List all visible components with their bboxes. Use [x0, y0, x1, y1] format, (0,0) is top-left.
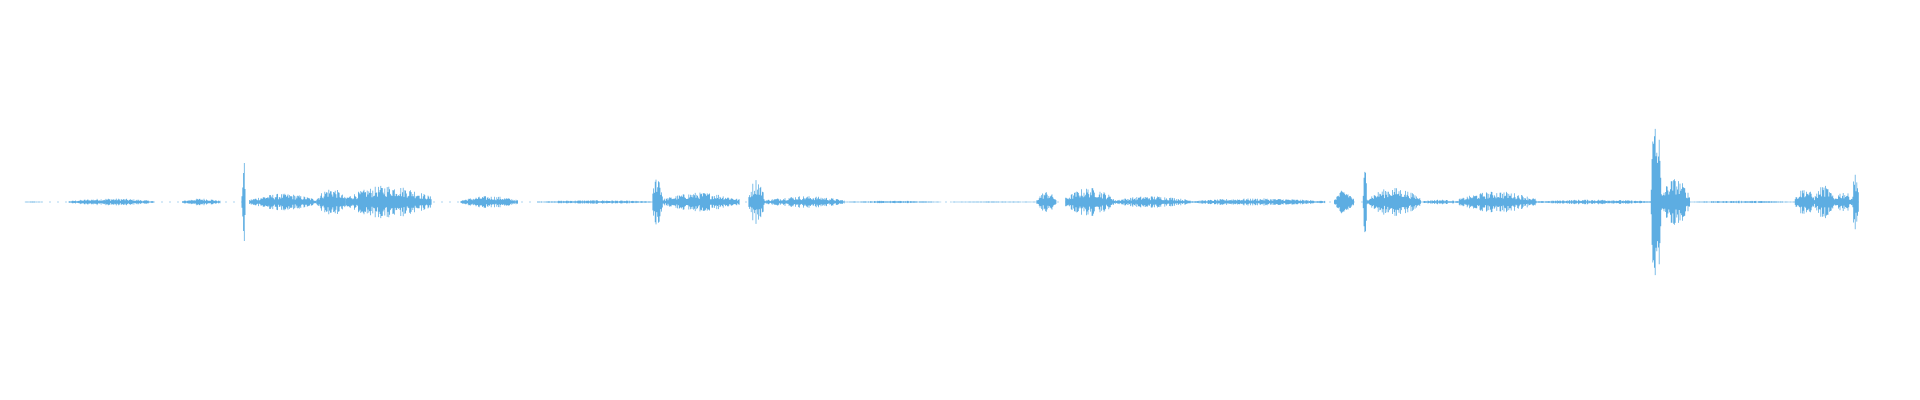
- waveform-segment: [182, 198, 221, 206]
- waveform-segment: [68, 198, 154, 206]
- waveform-path: [1036, 192, 1057, 212]
- waveform-segment: [652, 179, 663, 225]
- waveform-segment: [1065, 188, 1114, 216]
- waveform-segment: [316, 189, 346, 215]
- waveform-segment: [537, 200, 654, 204]
- waveform-segment: [763, 196, 845, 208]
- waveform-segment: [1366, 188, 1421, 216]
- waveform-path: [1814, 185, 1834, 219]
- waveform-path: [1689, 200, 1796, 204]
- waveform-segment: [345, 185, 432, 219]
- waveform-path: [345, 185, 432, 219]
- waveform-path: [460, 196, 518, 208]
- waveform-segment: [1794, 190, 1815, 214]
- waveform-segment: [1420, 199, 1460, 205]
- waveform-segment: [1852, 174, 1859, 230]
- waveform-segment: [1036, 192, 1057, 212]
- waveform-segment: [1814, 185, 1834, 219]
- waveform-path: [1420, 199, 1460, 205]
- waveform-path: [1794, 190, 1815, 214]
- waveform-segment: [1190, 198, 1326, 206]
- waveform-path: [241, 163, 246, 241]
- waveform-path: [24, 201, 43, 203]
- waveform-segment: [460, 196, 518, 208]
- waveform-path: [1458, 191, 1537, 213]
- waveform-path: [1334, 190, 1354, 214]
- waveform-path: [1065, 188, 1114, 216]
- waveform-path: [182, 198, 221, 206]
- waveform-segment: [1334, 190, 1354, 214]
- waveform-path: [1366, 188, 1421, 216]
- waveform-path: [763, 196, 845, 208]
- waveform-path: [1852, 174, 1859, 230]
- waveform-path: [1660, 179, 1690, 225]
- waveform-path: [1113, 196, 1191, 208]
- waveform-segment: [1833, 193, 1854, 211]
- waveform-path: [950, 201, 1038, 203]
- waveform-segment: [1660, 179, 1690, 225]
- waveform-path: [537, 200, 654, 204]
- waveform-segment: [1362, 171, 1367, 233]
- waveform-path: [652, 179, 663, 225]
- waveform-path: [249, 193, 317, 211]
- waveform-path: [1833, 193, 1854, 211]
- waveform-path: [1650, 128, 1662, 276]
- waveform-segment: [1650, 128, 1662, 276]
- waveform-segment: [844, 200, 942, 204]
- waveform-path: [1362, 171, 1367, 233]
- waveform-segment: [950, 201, 1038, 203]
- waveform-path: [1535, 199, 1652, 205]
- waveform-segment: [24, 201, 43, 203]
- waveform-path: [316, 189, 346, 215]
- waveform-segment: [1458, 191, 1537, 213]
- waveform-segment: [748, 180, 765, 224]
- waveform-path: [748, 180, 765, 224]
- waveform-path: [68, 198, 154, 206]
- waveform-segment: [1535, 199, 1652, 205]
- waveform-path: [662, 192, 740, 212]
- waveform-path: [844, 200, 942, 204]
- waveform-segment: [241, 163, 246, 241]
- waveform-segment: [249, 193, 317, 211]
- waveform-segment: [1689, 200, 1796, 204]
- waveform-path: [1190, 198, 1326, 206]
- waveform-segment: [1113, 196, 1191, 208]
- waveform-segment: [662, 192, 740, 212]
